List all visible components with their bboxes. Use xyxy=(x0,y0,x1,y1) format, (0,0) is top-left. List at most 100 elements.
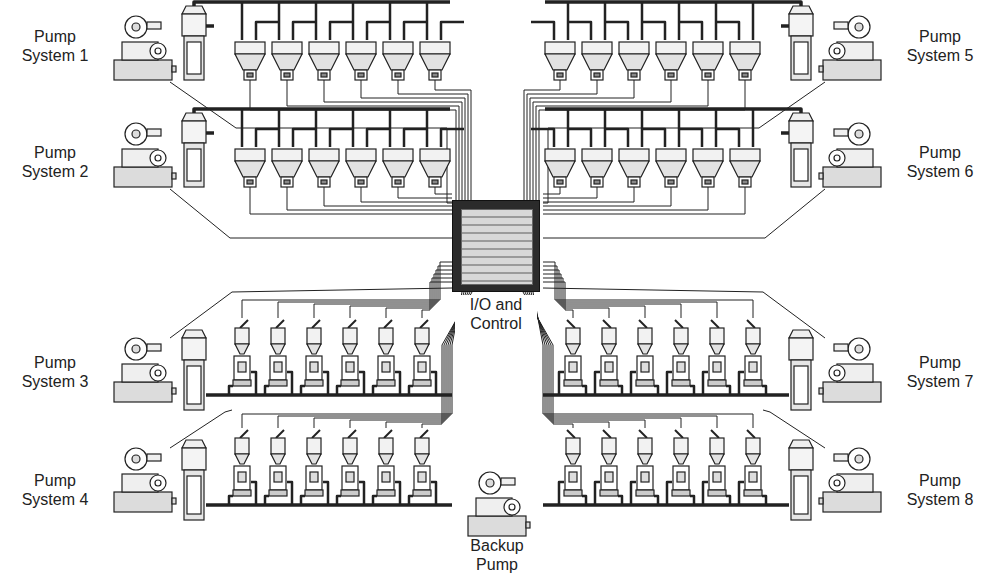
illustration-stroke xyxy=(675,320,683,328)
illustration-stroke xyxy=(600,490,618,496)
illustration-stroke xyxy=(605,22,628,40)
illustration-stroke xyxy=(182,121,206,143)
illustration-stroke xyxy=(415,344,429,354)
illustration-stroke xyxy=(114,167,172,187)
illustration-stroke xyxy=(314,292,466,428)
illustration-stroke xyxy=(665,177,677,187)
illustration-stroke xyxy=(819,498,823,504)
illustration-stroke xyxy=(605,362,613,372)
illustration-stroke xyxy=(367,129,390,147)
illustration-stroke xyxy=(182,338,206,360)
illustration-stroke xyxy=(559,482,564,505)
illustration-stroke xyxy=(238,472,246,482)
illustration-stroke xyxy=(287,187,452,210)
pump-label: Backup Pump xyxy=(456,536,538,574)
illustration-stroke xyxy=(742,73,748,77)
illustration-stroke xyxy=(690,496,694,505)
illustration-stroke xyxy=(271,344,285,354)
illustration-stroke xyxy=(441,129,464,147)
illustration-stroke xyxy=(395,482,400,505)
illustration-stroke xyxy=(619,161,649,177)
illustration-stroke xyxy=(543,288,825,338)
illustration-stroke xyxy=(628,177,640,187)
illustration-stroke xyxy=(848,448,870,470)
illustration-stroke xyxy=(747,430,755,438)
illustration-stroke xyxy=(672,490,690,496)
illustration-stroke xyxy=(278,292,464,428)
illustration-stroke xyxy=(641,109,644,147)
illustration-stroke xyxy=(545,149,575,161)
illustration-stroke xyxy=(674,328,688,344)
illustration-stroke xyxy=(674,438,688,454)
illustration-stroke xyxy=(114,60,172,80)
illustration-stroke xyxy=(638,328,652,344)
illustration-stroke xyxy=(271,438,285,454)
illustration-stroke xyxy=(667,372,672,395)
illustration-stroke xyxy=(342,466,358,490)
illustration-stroke xyxy=(678,109,681,147)
illustration-stroke xyxy=(418,362,426,372)
illustration-stroke xyxy=(265,496,269,505)
illustration-stroke xyxy=(395,372,400,395)
illustration-stroke xyxy=(429,70,441,80)
illustration-stroke xyxy=(272,161,302,177)
illustration-stroke xyxy=(823,60,881,80)
illustration-stroke xyxy=(373,386,377,395)
illustration-stroke xyxy=(543,282,573,318)
illustration-stroke xyxy=(251,372,256,395)
illustration-stroke xyxy=(749,472,757,482)
illustration-stroke xyxy=(543,187,560,194)
illustration-stroke xyxy=(595,372,600,395)
illustration-stroke xyxy=(420,430,428,438)
illustration-stroke xyxy=(639,430,647,438)
illustration-stroke xyxy=(709,356,725,380)
pump-label: Pump System 8 xyxy=(899,471,981,509)
illustration-stroke xyxy=(673,466,689,490)
illustration-stroke xyxy=(404,129,427,147)
illustration-stroke xyxy=(234,356,250,380)
illustration-stroke xyxy=(710,454,724,464)
illustration-stroke xyxy=(147,129,161,136)
illustration-stroke xyxy=(855,455,863,463)
illustration-stroke xyxy=(739,482,744,505)
illustration-stroke xyxy=(747,320,755,328)
illustration-stroke xyxy=(379,438,393,454)
illustration-stroke xyxy=(114,492,172,512)
illustration-stroke xyxy=(359,372,364,395)
illustration-stroke xyxy=(187,149,201,181)
illustration-stroke xyxy=(373,496,377,505)
illustration-stroke xyxy=(543,274,645,318)
illustration-stroke xyxy=(323,372,328,395)
illustration-stroke xyxy=(543,187,634,202)
illustration-stroke xyxy=(429,177,441,187)
illustration-stroke xyxy=(309,42,339,54)
illustration-stroke xyxy=(568,129,591,147)
illustration-stroke xyxy=(639,320,647,328)
illustration-stroke xyxy=(730,54,760,70)
illustration-stroke xyxy=(309,161,339,177)
illustration-stroke xyxy=(693,54,723,70)
illustration-stroke xyxy=(705,73,711,77)
illustration-stroke xyxy=(543,187,745,214)
illustration-stroke xyxy=(150,475,166,491)
illustration-stroke xyxy=(638,438,652,454)
illustration-stroke xyxy=(274,362,282,372)
illustration-stroke xyxy=(527,80,597,200)
illustration-stroke xyxy=(545,54,575,70)
illustration-stroke xyxy=(114,382,172,402)
illustration-stroke xyxy=(272,149,302,161)
illustration-stroke xyxy=(705,180,711,184)
illustration-stroke xyxy=(293,22,316,40)
illustration-stroke xyxy=(155,480,161,486)
illustration-stroke xyxy=(567,320,575,328)
illustration-stroke xyxy=(132,23,140,31)
illustration-stroke xyxy=(543,82,825,203)
illustration-stroke xyxy=(293,129,316,147)
illustration-stroke xyxy=(582,54,612,70)
illustration-stroke xyxy=(565,466,581,490)
illustration-stroke xyxy=(674,344,688,354)
illustration-stroke xyxy=(677,472,685,482)
illustration-stroke xyxy=(665,70,677,80)
illustration-stroke xyxy=(742,180,748,184)
illustration-stroke xyxy=(789,338,813,360)
